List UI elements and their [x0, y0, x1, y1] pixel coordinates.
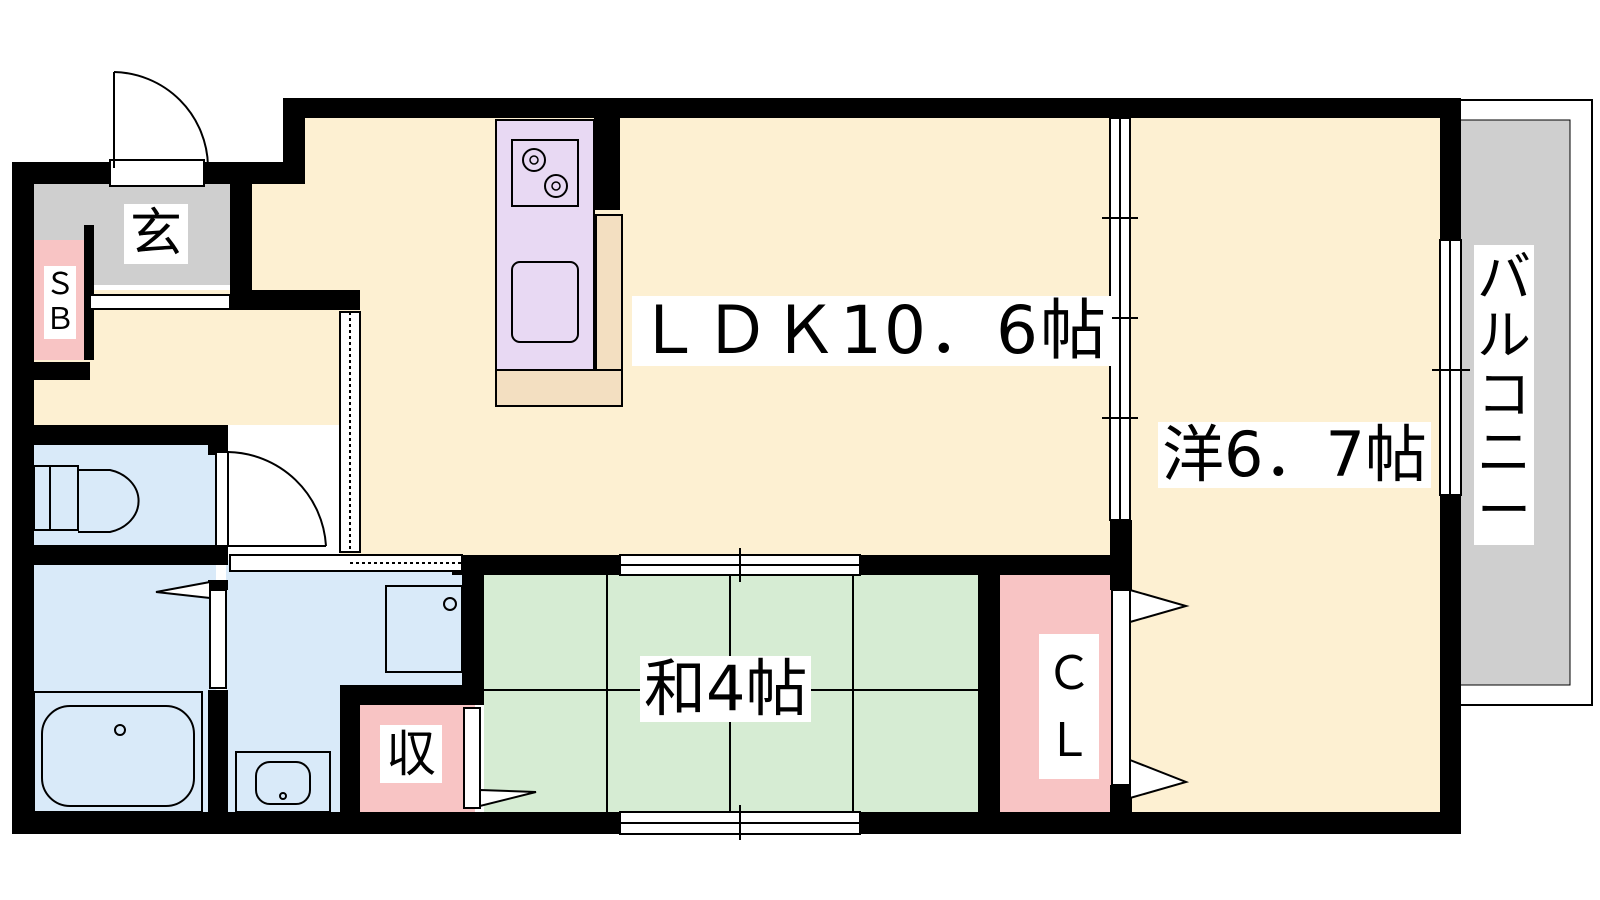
closet-label: ＣＬ	[1039, 634, 1099, 780]
washing-machine-space	[385, 585, 463, 673]
ldk-label: ＬＤＫ10．6帖	[632, 296, 1112, 366]
western-room-label: 洋6．7帖	[1158, 422, 1431, 488]
toilet-floor	[34, 434, 216, 546]
shoe-box-label: ＳＢ	[44, 266, 76, 339]
storage-label: 収	[380, 725, 442, 783]
bathtub	[33, 691, 203, 813]
toilet	[33, 465, 140, 533]
walls	[12, 98, 1461, 834]
balcony-label: バルコニー	[1474, 245, 1534, 545]
kitchen-unit	[495, 119, 623, 407]
washbasin	[235, 751, 331, 813]
sliding-doors	[89, 117, 1138, 572]
bath-floor	[34, 560, 216, 812]
entrance-label: 玄	[124, 204, 189, 264]
japanese-room-label: 和4帖	[640, 656, 812, 722]
windows	[109, 159, 1470, 840]
doors	[113, 71, 1190, 809]
